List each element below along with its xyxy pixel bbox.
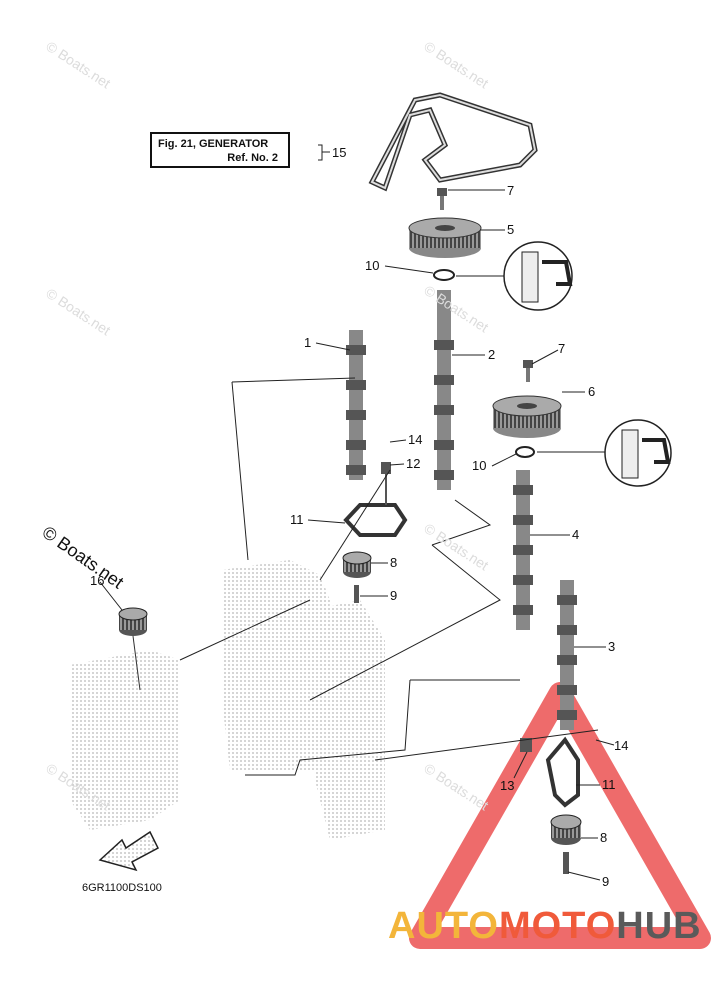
callout-6: 6 [588,384,595,399]
callout-9-lower: 9 [602,874,609,889]
front-arrow-icon [98,830,159,872]
timing-chain-11-lower [520,736,580,808]
timing-chain-11-upper [343,462,408,537]
callout-7-upper: 7 [507,183,514,198]
callout-leaders [99,144,615,881]
bolt-7-lower [523,360,533,382]
reference-box: Fig. 21, GENERATOR Ref. No. 2 [150,132,290,168]
bolt-7-upper [437,188,447,210]
callout-7-lower: 7 [558,341,565,356]
detail-view-lower [537,419,672,487]
callout-12: 12 [406,456,420,471]
pulley-5 [408,217,482,258]
callout-2: 2 [488,347,495,362]
bolt-9-lower [563,852,569,874]
drive-belt [368,92,538,192]
callout-11-upper: 11 [290,512,304,527]
brand-part-moto: MOTO [498,905,617,947]
callout-14-lower: 14 [614,738,628,753]
bolt-9-upper [354,585,359,603]
callout-14-upper: 14 [408,432,422,447]
callout-16: 16 [90,573,104,588]
callout-3: 3 [608,639,615,654]
assembly-lines [179,377,599,776]
washer-10-lower [515,446,535,458]
camshaft-1 [346,330,366,480]
pulley-6 [492,395,562,438]
camshaft-4 [513,470,533,630]
callout-15: 15 [332,145,346,160]
callout-4: 4 [572,527,579,542]
brand-part-hub: HUB [616,905,702,947]
callout-13: 13 [500,778,514,793]
callout-10-upper: 10 [365,258,379,273]
callout-8-upper: 8 [390,555,397,570]
callout-9-upper: 9 [390,588,397,603]
brand-triangle-logo [409,682,711,949]
callout-labels: 15 7 5 10 1 2 7 6 14 12 10 11 4 8 9 16 3… [90,145,628,889]
callout-1: 1 [304,335,311,350]
callout-8-lower: 8 [600,830,607,845]
camshaft-2 [434,290,454,490]
callout-5: 5 [507,222,514,237]
washer-10-upper [433,269,455,281]
engine-block [70,560,385,840]
brand-part-auto: AUTO [388,905,499,947]
brand-logo-text: AUTOMOTOHUB [388,905,702,948]
reference-box-ref: Ref. No. 2 [227,152,278,164]
callout-11-lower: 11 [602,777,616,792]
detail-view-upper [456,241,573,311]
tensioner-16 [118,607,148,691]
camshaft-3 [557,580,577,730]
callout-10-lower: 10 [472,458,486,473]
diagram-code: 6GR1100DS100 [82,882,162,894]
sprocket-8-upper [342,551,372,578]
reference-box-title: Fig. 21, GENERATOR [158,138,269,150]
sprocket-8-lower [550,814,582,845]
